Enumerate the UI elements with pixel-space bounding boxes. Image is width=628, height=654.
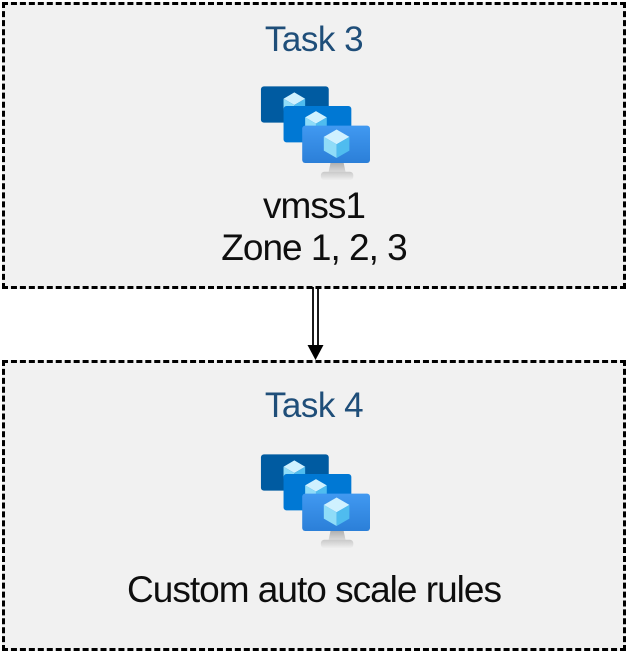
task3-title: Task 3 xyxy=(264,20,364,59)
autoscale-label: Custom auto scale rules xyxy=(127,569,502,610)
task4-labels: Custom auto scale rules xyxy=(127,569,502,611)
task4-box: Task 4 Custom auto scale rules xyxy=(2,360,626,651)
arrowhead-icon xyxy=(307,345,324,360)
vmss-name-label: vmss1 xyxy=(263,185,366,226)
vmss-icon xyxy=(258,83,370,182)
arrow-connector xyxy=(307,287,324,360)
task4-title: Task 4 xyxy=(264,386,364,425)
vmss-icon xyxy=(258,451,370,550)
zone-label: Zone 1, 2, 3 xyxy=(221,226,407,268)
task3-labels: vmss1 Zone 1, 2, 3 xyxy=(221,185,407,269)
task3-box: Task 3 vmss1 Zone 1, 2, 3 xyxy=(2,2,626,289)
